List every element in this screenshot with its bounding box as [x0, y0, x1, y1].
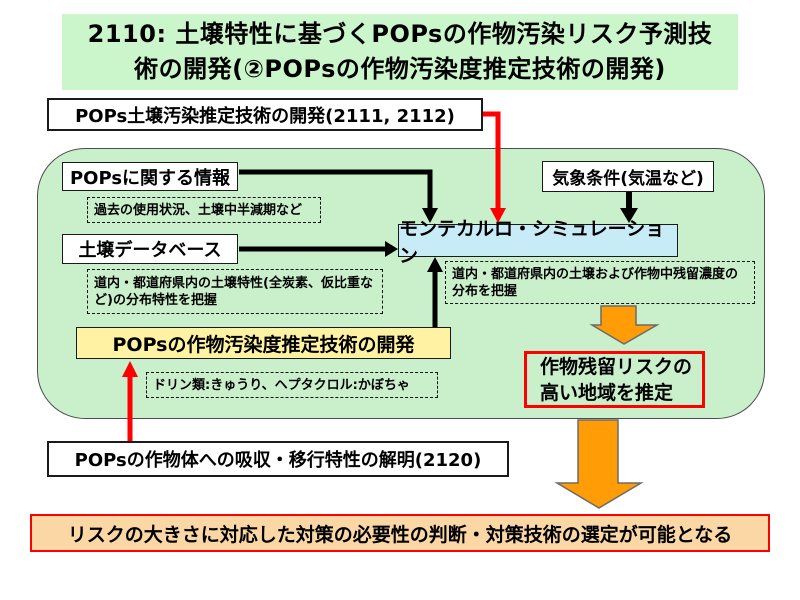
- crop-examples-note: ドリン類:きゅうり、ヘプタクロル:かぼちゃ: [146, 372, 438, 398]
- soil-characteristics-note: 道内・都道府県内の土壌特性(全炭素、仮比重など)の分布特性を把握: [87, 269, 383, 314]
- page-title-line2: 術の開発(②POPsの作物汚染度推定技術の開発): [134, 55, 666, 83]
- absorption-transfer-box: POPsの作物体への吸収・移行特性の解明(2120): [47, 441, 509, 477]
- past-use-note: 過去の使用状況、土壌中半減期など: [87, 197, 321, 223]
- conclusion-label: リスクの大きさに対応した対策の必要性の判断・対策技術の選定が可能となる: [67, 523, 733, 546]
- page-title: 2110: 土壌特性に基づくPOPsの作物汚染リスク予測技 術の開発(②POPs…: [62, 14, 738, 90]
- crop-estimation-tech-label: POPsの作物汚染度推定技術の開発: [112, 333, 415, 356]
- soil-database-label: 土壌データベース: [78, 240, 222, 261]
- pops-info-box: POPsに関する情報: [62, 162, 238, 191]
- conclusion-box: リスクの大きさに対応した対策の必要性の判断・対策技術の選定が可能となる: [30, 514, 770, 552]
- absorption-transfer-label: POPsの作物体への吸収・移行特性の解明(2120): [74, 450, 482, 471]
- residue-distribution-note: 道内・都道府県内の土壌および作物中残留濃度の分布を把握: [445, 261, 755, 304]
- crop-estimation-tech-box: POPsの作物汚染度推定技術の開発: [76, 327, 451, 359]
- montecarlo-label: モンテカルロ・シミュレーション: [399, 217, 665, 267]
- weather-condition-label: 気象条件(気温など): [552, 169, 704, 189]
- residue-distribution-note-label: 道内・都道府県内の土壌および作物中残留濃度の分布を把握: [452, 266, 739, 299]
- montecarlo-box: モンテカルロ・シミュレーション: [398, 218, 678, 267]
- soil-database-box: 土壌データベース: [62, 234, 238, 264]
- soil-pollution-estimation-box: POPs土壌汚染推定技術の開発(2111, 2112): [47, 98, 483, 131]
- weather-condition-box: 気象条件(気温など): [542, 161, 714, 192]
- page-title-line1: 2110: 土壌特性に基づくPOPsの作物汚染リスク予測技: [87, 20, 713, 48]
- past-use-note-label: 過去の使用状況、土壌中半減期など: [94, 202, 303, 218]
- risk-area-label: 作物残留リスクの高い地域を推定: [540, 355, 693, 404]
- soil-pollution-estimation-label: POPs土壌汚染推定技術の開発(2111, 2112): [75, 105, 455, 127]
- risk-area-box: 作物残留リスクの高い地域を推定: [524, 351, 705, 408]
- pops-info-label: POPsに関する情報: [69, 167, 231, 189]
- orange-arrow-risk-to-conclusion: [554, 419, 644, 509]
- soil-characteristics-note-label: 道内・都道府県内の土壌特性(全炭素、仮比重など)の分布特性を把握: [94, 275, 373, 308]
- crop-examples-note-label: ドリン類:きゅうり、ヘプタクロル:かぼちゃ: [153, 377, 410, 393]
